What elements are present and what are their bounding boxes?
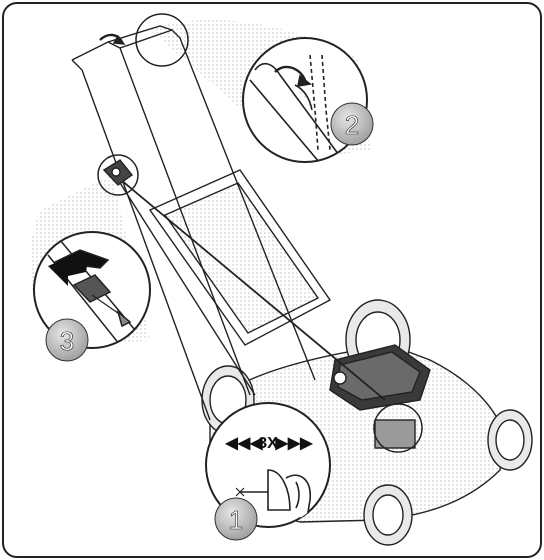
step-2-badge: 2	[330, 102, 374, 146]
pull-arrow-icon	[48, 256, 88, 286]
step-3-number: 3	[60, 326, 74, 356]
step-3-badge: 3	[45, 318, 89, 362]
prime-left-arrows: ◀◀◀	[225, 435, 264, 452]
step-1-badge: 1	[214, 497, 258, 541]
prime-instruction: ◀◀◀ 3X ▶▶▶	[225, 435, 314, 452]
detail-circle-1: ◀◀◀ 3X ▶▶▶	[205, 402, 331, 528]
prime-count: 3X	[258, 435, 278, 452]
prime-right-arrows: ▶▶▶	[275, 435, 314, 452]
step-2-number: 2	[345, 110, 359, 140]
step-1-number: 1	[229, 505, 243, 535]
